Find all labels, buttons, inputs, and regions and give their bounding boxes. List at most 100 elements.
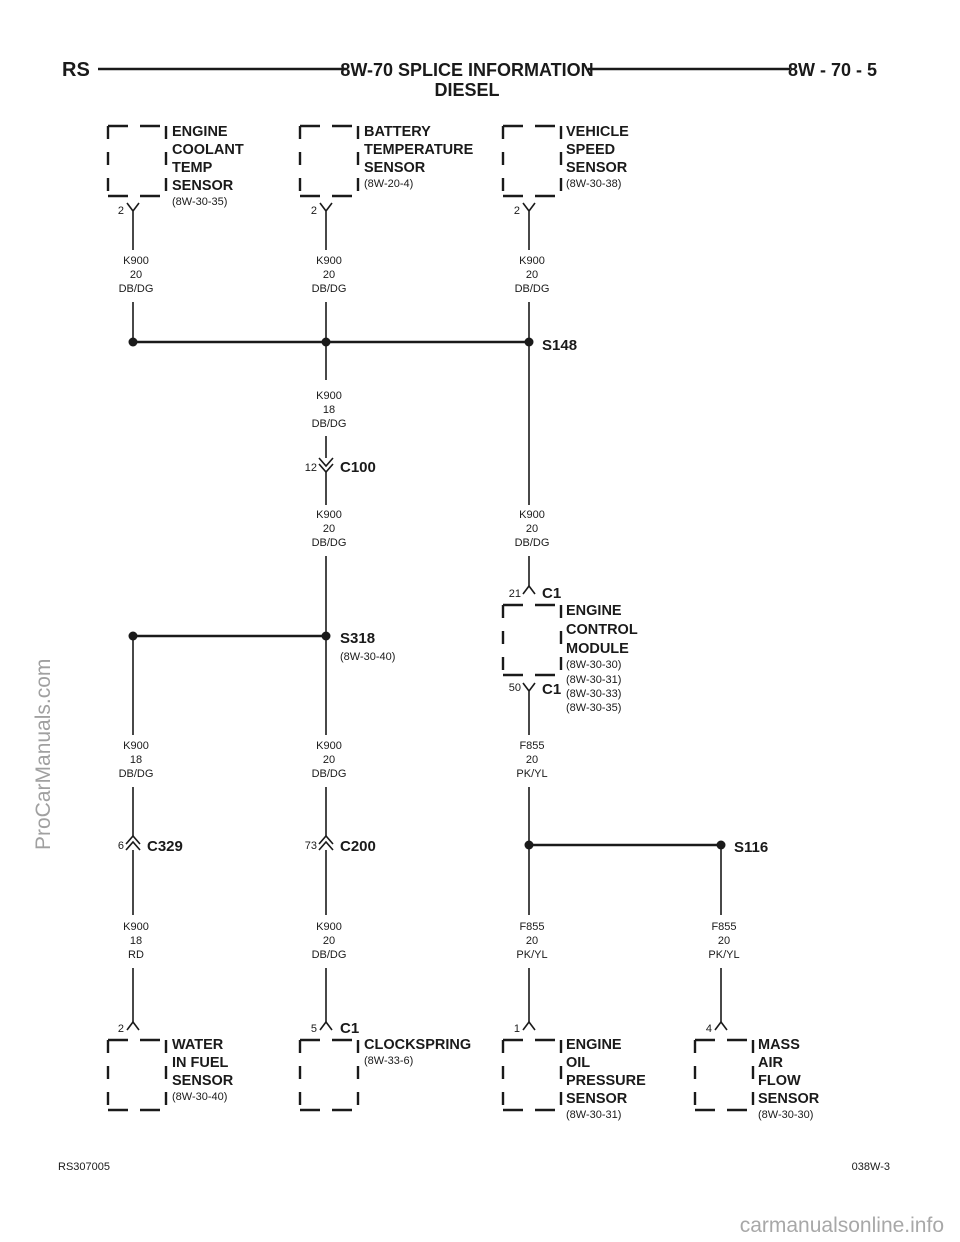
svg-text:PK/YL: PK/YL [516,768,547,780]
wire-label: K900 20 DB/DG [515,509,550,549]
wire-label: K900 20 DB/DG [312,740,347,780]
wire-label: K900 20 DB/DG [515,255,550,295]
splice-s148: S148 [128,337,577,354]
svg-text:K900: K900 [123,740,149,752]
header-title: 8W-70 SPLICE INFORMATION [340,60,593,80]
pin-number: 1 [514,1023,520,1035]
component-label-line: IN FUEL [172,1055,229,1071]
svg-text:RD: RD [128,949,144,961]
connector-c100: 12 C100 [305,457,376,476]
svg-text:K900: K900 [519,255,545,267]
svg-text:20: 20 [526,935,538,947]
svg-text:18: 18 [130,754,142,766]
svg-text:DB/DG: DB/DG [119,283,154,295]
pin-number: 73 [305,840,317,852]
component-label-line: VEHICLE [566,124,629,140]
header-left: RS [62,59,90,81]
pin-number: 12 [305,462,317,474]
svg-text:20: 20 [526,523,538,535]
wire-label: K900 18 DB/DG [119,740,154,780]
component-label-line: SENSOR [566,160,628,176]
component-label-line: TEMP [172,160,213,176]
svg-text:PK/YL: PK/YL [708,949,739,961]
footer-left: RS307005 [58,1161,110,1173]
inline-connector-icon [318,834,334,851]
component-label-line: SENSOR [172,1073,234,1089]
component-label-line: BATTERY [364,124,431,140]
svg-text:DB/DG: DB/DG [119,768,154,780]
component-reference: (8W-30-38) [566,178,621,190]
connector-label: C1 [542,585,561,602]
component-box-dashed [501,1038,563,1112]
splice-label: S148 [542,337,577,354]
component-label-line: SENSOR [364,160,426,176]
component-box-dashed [298,124,360,198]
engine-coolant-temp-sensor: ENGINE COOLANT TEMP SENSOR (8W-30-35) 2 [106,124,244,222]
component-reference: (8W-30-31) [566,1109,621,1121]
splice-point [128,337,138,347]
wire-label: F855 20 PK/YL [708,921,739,961]
component-reference: (8W-33-6) [364,1055,413,1067]
connector-label: C200 [340,838,376,855]
wire-label: K900 20 DB/DG [312,255,347,295]
female-terminal-icon [522,584,536,595]
component-label-line: SENSOR [758,1091,820,1107]
svg-text:DB/DG: DB/DG [312,283,347,295]
component-label-line: TEMPERATURE [364,142,474,158]
component-reference: (8W-30-30) [566,659,621,671]
component-reference: (8W-30-35) [172,196,227,208]
svg-text:F855: F855 [519,921,544,933]
svg-text:DB/DG: DB/DG [515,283,550,295]
component-label-line: ENGINE [172,124,228,140]
footer-right: 038W-3 [852,1161,890,1173]
component-reference: (8W-30-33) [566,688,621,700]
component-label-line: MODULE [566,641,629,657]
connector-label: C329 [147,838,183,855]
component-box-dashed [106,1038,168,1112]
male-terminal-icon [522,202,536,222]
svg-text:DB/DG: DB/DG [515,537,550,549]
component-reference: (8W-30-31) [566,674,621,686]
component-box-dashed [501,603,563,677]
component-label-line: SENSOR [566,1091,628,1107]
connector-label: C1 [542,681,561,698]
pin-number: 2 [118,1023,124,1035]
svg-text:F855: F855 [519,740,544,752]
splice-s116: S116 [524,839,768,856]
female-terminal-icon [522,1020,536,1031]
component-box-dashed [106,124,168,198]
splice-label: S116 [734,839,768,856]
wire-label: K900 20 DB/DG [312,509,347,549]
component-label-line: COOLANT [172,142,244,158]
connector-c329: 6 C329 [118,834,183,855]
svg-text:20: 20 [130,269,142,281]
female-terminal-icon [319,1020,333,1031]
svg-text:DB/DG: DB/DG [312,949,347,961]
svg-text:DB/DG: DB/DG [312,768,347,780]
component-label-line: CLOCKSPRING [364,1037,471,1053]
pin-number: 21 [509,588,521,600]
svg-text:K900: K900 [123,255,149,267]
component-label-line: PRESSURE [566,1073,646,1089]
component-label-line: SENSOR [172,178,234,194]
component-box-dashed [501,124,563,198]
engine-control-module: 21 C1 ENGINE CONTROL MODULE (8W-30-30) (… [501,584,638,714]
clockspring: 5 C1 CLOCKSPRING (8W-33-6) [298,1020,471,1112]
pin-number: 2 [514,205,520,217]
svg-text:F855: F855 [711,921,736,933]
svg-text:K900: K900 [316,255,342,267]
svg-text:20: 20 [323,754,335,766]
svg-text:K900: K900 [316,509,342,521]
component-label-line: SPEED [566,142,615,158]
battery-temperature-sensor: BATTERY TEMPERATURE SENSOR (8W-20-4) 2 [298,124,474,222]
wire-label: K900 20 DB/DG [119,255,154,295]
svg-text:K900: K900 [316,921,342,933]
component-reference: (8W-30-30) [758,1109,813,1121]
svg-text:18: 18 [130,935,142,947]
inline-connector-icon [318,457,334,474]
svg-text:K900: K900 [519,509,545,521]
wire-label: F855 20 PK/YL [516,921,547,961]
male-terminal-icon [522,682,536,705]
splice-label: S318 [340,630,375,647]
male-terminal-icon [319,202,333,222]
